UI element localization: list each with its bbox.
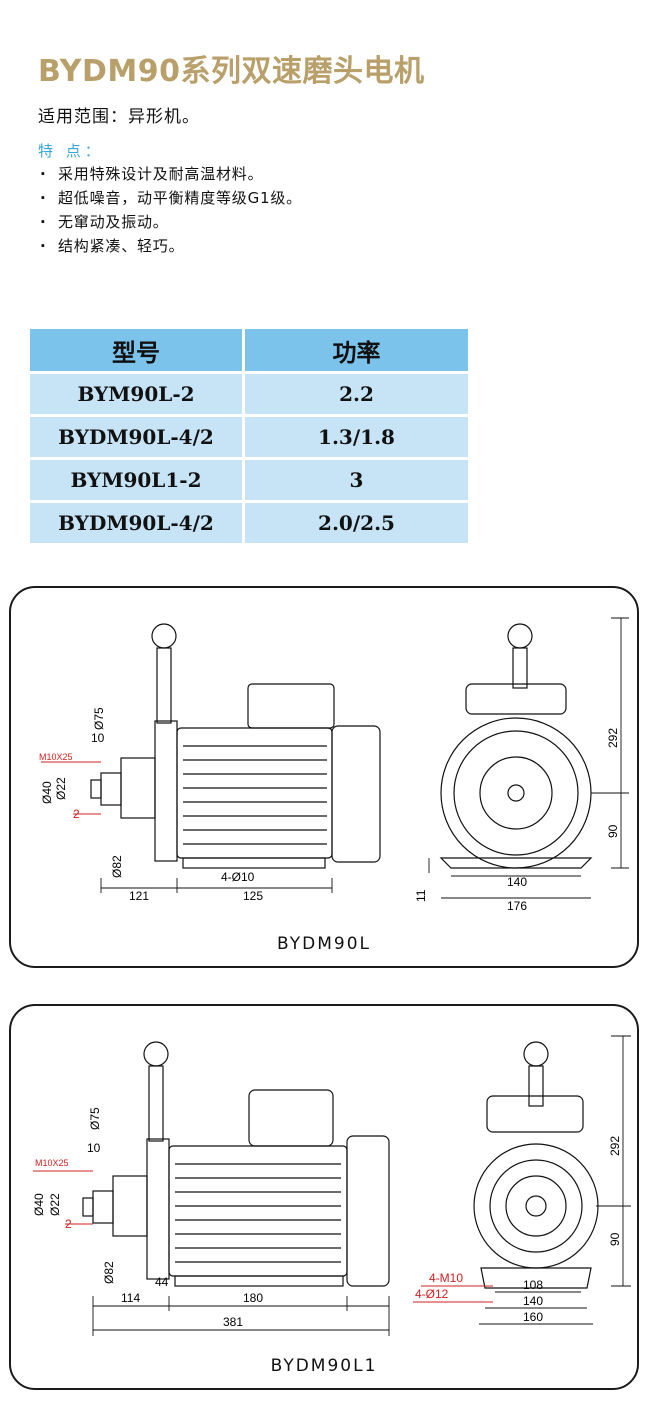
cell-model: BYDM90L-4/2 [30,503,242,543]
cooling-fins [175,1163,341,1263]
table-row: BYDM90L-4/2 2.0/2.5 [30,503,468,543]
motor-feet [182,857,326,869]
feature-item: 结构紧凑、轻巧。 [40,234,302,258]
application-scope: 适用范围：异形机。 [38,107,200,127]
drawing-label: BYDM90L1 [270,1356,378,1376]
dim-10: 10 [91,731,105,745]
dim-90: 90 [606,824,620,838]
dim-44: 44 [155,1275,169,1289]
dim-m10: M10X25 [39,752,73,762]
dim-4-d12: 4-Ø12 [415,1287,449,1301]
dimension-labels-2: Ø75 M10X25 10 Ø40 Ø22 2 Ø82 44 114 180 3… [32,1107,622,1329]
dimension-lines-red [41,761,101,815]
dim-114: 114 [121,1291,140,1305]
cell-model: BYM90L-2 [30,374,242,414]
handle-lever-side [512,647,528,689]
dim-2: 2 [73,807,80,821]
dim-4-m10: 4-M10 [429,1271,463,1285]
feature-item: 超低噪音，动平衡精度等级G1级。 [40,186,302,210]
dim-108: 108 [523,1278,543,1292]
shaft-tip [90,779,102,799]
table-header-row: 型号 功率 [30,329,468,371]
cell-model: BYM90L1-2 [30,460,242,500]
dim-176: 176 [507,899,527,913]
dimension-labels-1: Ø75 M10X25 10 Ø40 Ø22 2 Ø82 4-Ø10 121 12… [39,707,620,913]
feature-item: 采用特殊设计及耐高温材料。 [40,162,302,186]
cell-power: 2.0/2.5 [245,503,468,543]
cell-power: 3 [245,460,468,500]
dim-292: 292 [608,1136,622,1156]
foot-base-side [480,1267,592,1289]
dim-10: 10 [87,1141,101,1155]
drawing-label: BYDM90L [277,934,371,954]
handle-lever-side [528,1065,544,1107]
table-row: BYM90L1-2 3 [30,460,468,500]
page-title: BYDM90系列双速磨头电机 [38,54,425,89]
dim-d75: Ø75 [88,1107,102,1130]
motor-drawing-bydm90l [41,617,629,899]
dim-d82: Ø82 [110,855,124,878]
handle-lever [148,1065,164,1142]
frame-inner-ring [453,730,579,856]
dim-d22: Ø22 [48,1193,62,1216]
dim-d40: Ø40 [40,781,54,804]
dim-381: 381 [223,1315,243,1329]
dim-121: 121 [129,889,149,903]
features-heading: 特 点： [38,142,104,160]
handle-lever [156,647,172,724]
drawing-panel-bydm90l: Ø75 M10X25 10 Ø40 Ø22 2 Ø82 4-Ø10 121 12… [9,586,639,968]
table-row: BYDM90L-4/2 1.3/1.8 [30,417,468,457]
features-list: 采用特殊设计及耐高温材料。 超低噪音，动平衡精度等级G1级。 无窜动及振动。 结… [40,162,302,258]
dim-m10: M10X25 [35,1158,69,1168]
dimension-lines [100,617,629,899]
dim-d75: Ø75 [92,707,106,730]
dim-11: 11 [414,889,428,902]
dim-d40: Ø40 [32,1193,46,1216]
dim-180: 180 [243,1291,263,1305]
foot-base-side [439,857,593,869]
flange-ring [505,1175,567,1237]
dim-125: 125 [243,889,263,903]
terminal-box-side [465,683,567,715]
fan-cover [331,725,381,863]
motor-feet [174,1275,344,1287]
fan-cover [346,1135,390,1287]
terminal-box-side [486,1095,584,1133]
dim-292: 292 [606,728,620,748]
dim-d82: Ø82 [102,1261,116,1284]
header-power: 功率 [245,329,468,371]
spec-table: 型号 功率 BYM90L-2 2.2 BYDM90L-4/2 1.3/1.8 B… [27,326,471,546]
motor-drawing-bydm90l1 [33,1035,631,1336]
dimension-lines [92,1035,631,1336]
cooling-fins [183,745,327,845]
table-row: BYM90L-2 2.2 [30,374,468,414]
shaft-tip [82,1197,94,1217]
feature-item: 无窜动及振动。 [40,210,302,234]
dim-140: 140 [507,875,527,889]
dim-bolt: 4-Ø10 [221,870,255,884]
drawing-panel-bydm90l1: Ø75 M10X25 10 Ø40 Ø22 2 Ø82 44 114 180 3… [9,1004,639,1390]
cell-model: BYDM90L-4/2 [30,417,242,457]
dim-90: 90 [608,1232,622,1246]
dim-2: 2 [65,1217,72,1231]
terminal-box [247,683,335,729]
dim-140: 140 [523,1294,543,1308]
cell-power: 1.3/1.8 [245,417,468,457]
shaft-center [525,1195,547,1217]
dimension-lines-red [33,1170,493,1303]
shaft-center [507,784,525,802]
dim-d22: Ø22 [54,777,68,800]
header-model: 型号 [30,329,242,371]
terminal-box [248,1089,334,1147]
frame-inner-ring [489,1159,583,1253]
flange-ring [479,756,553,830]
cell-power: 2.2 [245,374,468,414]
dim-160: 160 [523,1310,543,1324]
